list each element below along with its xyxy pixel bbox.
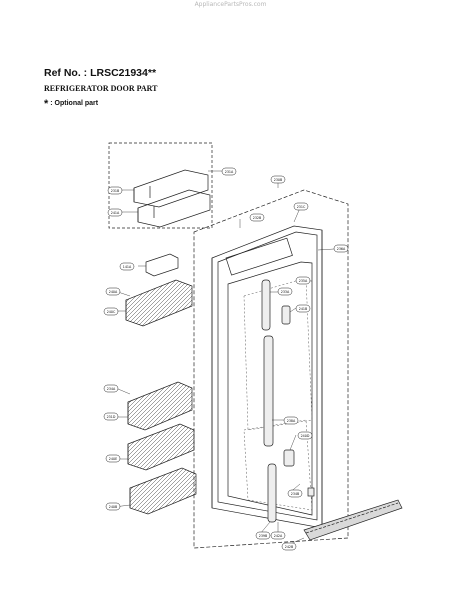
callout-230b-label: 230B	[274, 178, 283, 182]
callout-240d-label: 240D	[301, 434, 310, 438]
callout-231b: 231B	[107, 186, 123, 195]
callout-242b: 242B	[281, 542, 297, 551]
callout-238a-label: 238A	[287, 419, 296, 423]
callout-240a: 240A	[105, 287, 121, 296]
callout-240a-label: 240A	[109, 290, 118, 294]
door-outline	[193, 189, 349, 549]
door-shelves	[125, 253, 197, 515]
callout-242a-label: 242A	[274, 534, 283, 538]
callout-232b-label: 232B	[253, 216, 262, 220]
callout-141a: 141A	[119, 262, 135, 271]
callout-240b: 240B	[105, 502, 121, 511]
callout-240e-label: 240E	[109, 457, 117, 461]
callout-241b-label: 241B	[299, 307, 308, 311]
watermark: AppliancePartsPros.com	[194, 1, 267, 8]
callout-231c: 231C	[293, 202, 309, 211]
callout-241b: 241B	[295, 304, 311, 313]
callout-231d-label: 231D	[107, 415, 116, 419]
callout-239b-label: 239B	[259, 534, 268, 538]
callout-231c-label: 231C	[297, 205, 306, 209]
door-gasket	[243, 277, 313, 511]
callout-241a-label: 241A	[111, 211, 120, 215]
callout-242a: 242A	[270, 531, 286, 540]
callout-242b-label: 242B	[285, 545, 294, 549]
callout-236a-label: 236A	[337, 247, 346, 251]
callout-236a: 236A	[333, 244, 349, 253]
callout-234b-label: 234B	[291, 492, 300, 496]
callout-240d: 240D	[297, 431, 313, 440]
callout-235a-label: 235A	[299, 279, 308, 283]
callout-239b: 239B	[255, 531, 271, 540]
callout-240e: 240E	[105, 454, 121, 463]
callout-235a: 235A	[295, 276, 311, 285]
callout-234a-label: 234A	[107, 387, 116, 391]
callout-233a-label: 233A	[281, 290, 290, 294]
bottom-trim	[303, 499, 403, 541]
callout-231d: 231D	[103, 412, 119, 421]
callout-240c-label: 240C	[107, 310, 116, 314]
callout-231a-label: 231A	[225, 170, 234, 174]
ref-number: Ref No. : LRSC21934**	[44, 67, 157, 79]
callout-230b: 230B	[270, 175, 286, 184]
callout-233a: 233A	[277, 287, 293, 296]
optional-note: *: Optional part	[44, 98, 98, 110]
door-trims	[261, 279, 315, 523]
callout-141a-label: 141A	[123, 265, 132, 269]
callout-240c: 240C	[103, 307, 119, 316]
callout-241a: 241A	[107, 208, 123, 217]
optional-star: *	[44, 98, 49, 110]
optional-bin-inset	[108, 142, 213, 229]
callouts: 231A 231B 241A 230B 232B 231C 236A 141A …	[103, 167, 349, 551]
diagram-subtitle: REFRIGERATOR DOOR PART	[44, 84, 158, 93]
callout-234a: 234A	[103, 384, 119, 393]
callout-240b-label: 240B	[109, 505, 118, 509]
optional-note-label: : Optional part	[50, 100, 99, 107]
callout-231a: 231A	[221, 167, 237, 176]
callout-232b: 232B	[249, 213, 265, 222]
callout-238a: 238A	[283, 416, 299, 425]
callout-234b: 234B	[287, 489, 303, 498]
callout-231b-label: 231B	[111, 189, 120, 193]
